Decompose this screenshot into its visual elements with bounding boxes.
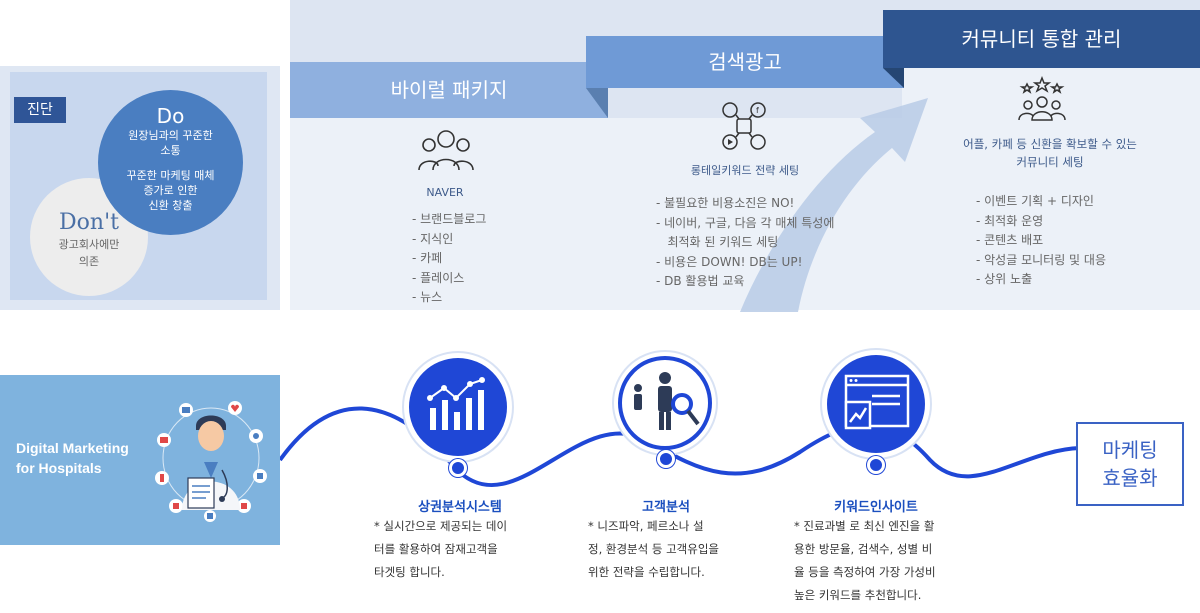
feature-desc: * 진료과별 로 최신 엔진을 활 용한 방문율, 검색수, 성별 비 율 등을… — [794, 515, 994, 607]
feature-desc-line: 위한 전략을 수립합니다. — [588, 565, 705, 579]
do-circle: Do 원장님과의 꾸준한 소통 꾸준한 마케팅 매체 증가로 인한 신환 창출 — [98, 90, 243, 235]
marketing-efficiency-box: 마케팅 효율화 — [1076, 422, 1184, 506]
svg-text:f: f — [756, 106, 759, 115]
feature-title: 키워드인사이트 — [834, 500, 918, 515]
banner-title-line: for Hospitals — [16, 460, 102, 476]
people-group-icon — [418, 130, 474, 171]
stage-title-longtail: 롱테일키워드 전략 세팅 — [690, 164, 800, 177]
do-title: Do — [156, 104, 185, 128]
list-item: - 지식인 — [412, 231, 454, 246]
feature-desc-line: * 실시간으로 제공되는 데이 — [374, 519, 508, 533]
dont-line: 의존 — [78, 255, 100, 268]
feature-desc-line: 타겟팅 합니다. — [374, 565, 445, 579]
banner-title: Digital Marketing for Hospitals — [16, 438, 129, 478]
result-line: 효율화 — [1102, 466, 1158, 490]
feature-desc-line: 용한 방문율, 검색수, 성별 비 — [794, 542, 933, 556]
do-line: 신환 창출 — [148, 199, 193, 212]
feature-desc-line: * 진료과별 로 최신 엔진을 활 — [794, 519, 935, 533]
list-item: - 비용은 DOWN! DB는 UP! — [656, 254, 803, 269]
feature-desc-line: * 니즈파악, 페르소나 설 — [588, 519, 704, 533]
list-item: - 브랜드블로그 — [412, 212, 487, 226]
do-line: 증가로 인한 — [143, 184, 198, 197]
feature-desc-line: 정, 환경분석 등 고객유입을 — [588, 542, 720, 556]
feature-desc: * 실시간으로 제공되는 데이 터를 활용하여 잠재고객을 타겟팅 합니다. — [374, 515, 554, 584]
list-item: - 콘텐츠 배포 — [976, 233, 1044, 247]
list-item: - 상위 노출 — [976, 272, 1033, 286]
diagnosis-inner: 진단 Don't 광고회사에만 의존 Do 원장님과의 꾸준한 소통 꾸준한 마… — [10, 72, 267, 300]
bar-chart-icon — [427, 377, 485, 430]
stage-title-naver: NAVER — [426, 186, 464, 199]
stage-list-viral: - 브랜드블로그 - 지식인 - 카페 - 플레이스 - 뉴스 — [412, 210, 486, 308]
stage-title-community-line1: 어플, 카페 등 신환을 확보할 수 있는 — [963, 137, 1137, 151]
doctor-illustration — [155, 401, 267, 522]
do-line: 소통 — [160, 144, 181, 157]
banner-title-line: Digital Marketing — [16, 440, 129, 456]
wave-node — [449, 459, 467, 477]
stage-list-community: - 이벤트 기획 + 디자인 - 최적화 운영 - 콘텐츠 배포 - 악성글 모… — [976, 192, 1106, 290]
list-item: - DB 활용법 교육 — [656, 274, 745, 288]
wave-node — [657, 450, 675, 468]
diagnosis-panel: 진단 Don't 광고회사에만 의존 Do 원장님과의 꾸준한 소통 꾸준한 마… — [0, 66, 280, 310]
list-item: - 카페 — [412, 251, 443, 265]
feature-desc: * 니즈파악, 페르소나 설 정, 환경분석 등 고객유입을 위한 전략을 수립… — [588, 515, 768, 584]
diagnosis-tag: 진단 — [14, 97, 66, 123]
growth-arrow — [740, 98, 928, 312]
do-line: 꾸준한 마케팅 매체 — [126, 169, 215, 182]
list-item: - 네이버, 구글, 다음 각 매체 특성에 — [656, 215, 835, 230]
stage-band-search-ads: 검색광고 — [586, 36, 904, 88]
dont-line: 광고회사에만 — [58, 238, 120, 251]
stage-list-search-ads: - 불필요한 비용소진은 NO! - 네이버, 구글, 다음 각 매체 특성에 … — [656, 194, 834, 292]
feature-desc-line: 높은 키워드를 추천합니다. — [794, 588, 922, 602]
customer-search-icon — [634, 372, 700, 430]
analytics-window-icon — [844, 374, 910, 430]
stage-band-viral: 바이럴 패키지 — [290, 62, 608, 118]
feature-desc-line: 터를 활용하여 잠재고객을 — [374, 542, 498, 556]
strategy-content-area-right — [902, 68, 1200, 310]
list-item: - 악성글 모니터링 및 대응 — [976, 252, 1106, 267]
list-item: - 뉴스 — [412, 290, 443, 304]
list-item: - 불필요한 비용소진은 NO! — [656, 196, 795, 210]
dont-title: Don't — [59, 210, 119, 235]
do-line: 원장님과의 꾸준한 — [128, 129, 213, 142]
social-network-icon: f — [722, 102, 766, 150]
bar-chart-icon-bg — [409, 358, 507, 456]
stage-title-community-line2: 커뮤니티 세팅 — [1016, 155, 1084, 169]
list-item: - 플레이스 — [412, 270, 465, 285]
list-item: - 이벤트 기획 + 디자인 — [976, 194, 1094, 208]
list-item: - 최적화 운영 — [976, 213, 1044, 228]
result-line: 마케팅 — [1102, 438, 1158, 462]
list-item: 최적화 된 키워드 세팅 — [656, 235, 779, 249]
stage-band-community: 커뮤니티 통합 관리 — [883, 10, 1200, 68]
feature-title: 고객분석 — [642, 500, 690, 515]
community-stars-icon — [1018, 76, 1066, 121]
feature-title: 상권분석시스템 — [418, 500, 502, 515]
feature-desc-line: 율 등을 측정하여 가장 가성비 — [794, 565, 936, 579]
wave-node — [867, 456, 885, 474]
